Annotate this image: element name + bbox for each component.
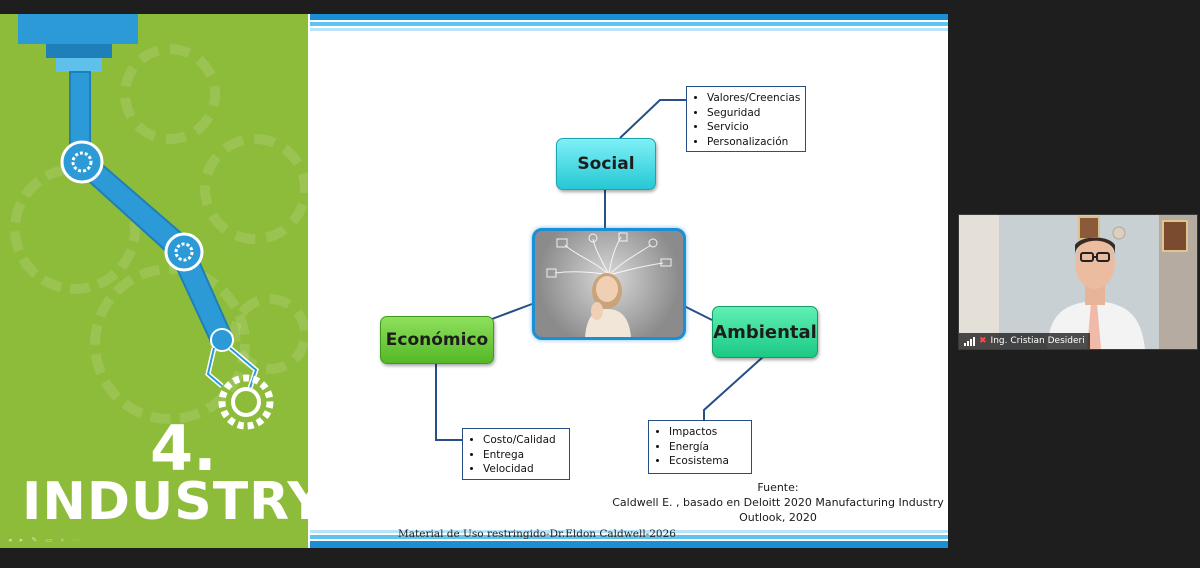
ambiental-node: Ambiental bbox=[712, 306, 818, 358]
signal-strength-icon bbox=[964, 336, 975, 346]
robot-arm-icon bbox=[18, 14, 274, 430]
list-item: Valores/Creencias bbox=[707, 91, 800, 106]
top-stripes bbox=[310, 14, 948, 34]
source-citation: Fuente: Caldwell E. , basado en Deloitt … bbox=[608, 480, 948, 525]
source-line-1: Caldwell E. , basado en Deloitt 2020 Man… bbox=[612, 496, 944, 509]
mic-muted-icon: ✖ bbox=[979, 336, 987, 346]
social-list: Valores/Creencias Seguridad Servicio Per… bbox=[686, 86, 806, 152]
list-item: Velocidad bbox=[483, 462, 561, 477]
participant-name: Ing. Cristian Desideri bbox=[990, 336, 1085, 346]
participant-name-bar: ✖ Ing. Cristian Desideri bbox=[959, 333, 1090, 349]
background-gear-icon bbox=[200, 134, 308, 244]
industry-number: 4. bbox=[150, 412, 217, 485]
industry-title: INDUSTRY bbox=[22, 472, 308, 532]
list-item: Servicio bbox=[707, 120, 797, 135]
ambiental-list: Impactos Energía Ecosistema bbox=[648, 420, 752, 474]
economico-node: Económico bbox=[380, 316, 494, 364]
list-item: Seguridad bbox=[707, 106, 797, 121]
slide-controls[interactable]: ◂ ▸ ✎ ▭ ⌕ ⋯ bbox=[8, 536, 83, 544]
background-gear-icon bbox=[230, 294, 308, 374]
industry-panel: 4. INDUSTRY ◂ ▸ ✎ ▭ ⌕ ⋯ bbox=[0, 14, 308, 548]
presentation-slide: 4. INDUSTRY ◂ ▸ ✎ ▭ ⌕ ⋯ Social Económico… bbox=[0, 14, 948, 548]
list-item: Energía bbox=[669, 440, 743, 455]
list-item: Ecosistema bbox=[669, 454, 743, 469]
participant-video-tile[interactable]: ✖ Ing. Cristian Desideri bbox=[958, 214, 1198, 350]
source-line-2: Outlook, 2020 bbox=[739, 511, 817, 524]
restricted-note: Material de Uso restringido-Dr.Eldon Cal… bbox=[398, 528, 676, 540]
bottom-stripes bbox=[310, 530, 948, 548]
diagram-connectors bbox=[435, 99, 765, 441]
thinking-woman-icon bbox=[546, 232, 672, 337]
source-heading: Fuente: bbox=[757, 481, 799, 494]
background-gear-icon bbox=[120, 44, 220, 144]
social-node: Social bbox=[556, 138, 656, 190]
list-item: Entrega bbox=[483, 448, 561, 463]
list-item: Impactos bbox=[669, 425, 743, 440]
economico-list: Costo/Calidad Entrega Velocidad bbox=[462, 428, 570, 480]
participant-video-feed bbox=[959, 215, 1197, 349]
thinking-woman-image bbox=[532, 228, 686, 340]
list-item: Costo/Calidad bbox=[483, 433, 561, 448]
list-item: Personalización bbox=[707, 135, 797, 150]
